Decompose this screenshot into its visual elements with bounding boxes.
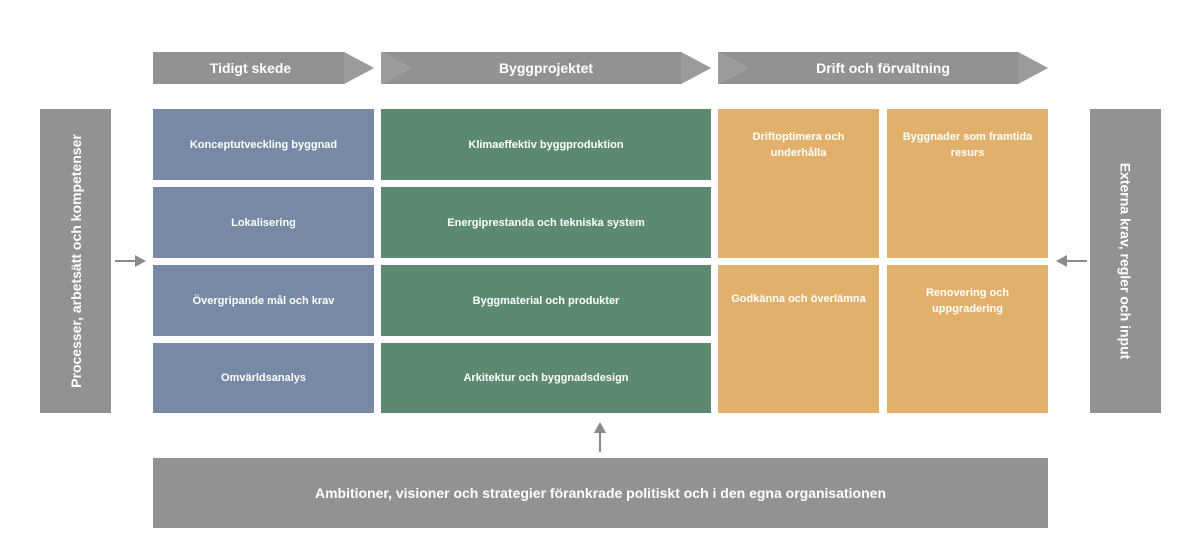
box-label: Arkitektur och byggnadsdesign [463, 372, 629, 384]
box-label: Konceptutveckling byggnad [189, 138, 338, 151]
building-project-box: Energiprestanda och tekniska system [381, 187, 711, 258]
side-bar-processes: Processer, arbetsätt och kompetenser [40, 109, 111, 413]
bottom-bar-ambitions: Ambitioner, visioner och strategier föra… [153, 458, 1048, 528]
arrow-right-icon [115, 254, 147, 268]
box-label: Lokalisering [231, 216, 296, 229]
box-label: Energiprestanda och tekniska system [447, 216, 645, 229]
side-bar-external-requirements: Externa krav, regler och input [1090, 109, 1161, 413]
early-stage-box: Övergripande mål och krav [153, 265, 374, 336]
building-project-box: Klimaeffektiv byggproduktion [381, 109, 711, 180]
early-stage-box: Lokalisering [153, 187, 374, 258]
chevron-arrow-shape [153, 52, 374, 84]
phase-header-project: Byggprojektet [381, 52, 711, 84]
box-label: Byggnader som framtida resurs [902, 131, 1033, 159]
operations-box-top-right: Byggnader som framtida resurs [887, 109, 1048, 258]
phase-label: Byggprojektet [498, 60, 594, 76]
operations-box-bottom-right: Renovering och uppgradering [887, 265, 1048, 413]
phase-header-operations: Drift och förvaltning [718, 52, 1048, 84]
side-bar-label: Externa krav, regler och input [1117, 162, 1134, 360]
building-project-box: Arkitektur och byggnadsdesign [381, 343, 711, 413]
box-label: Klimaeffektiv byggproduktion [468, 138, 624, 151]
side-bar-label: Processer, arbetsätt och kompetenser [67, 134, 84, 388]
operations-box-bottom-left: Godkänna och överlämna [718, 265, 879, 413]
arrow-left-icon [1055, 254, 1087, 268]
early-stage-box: Omvärldsanalys [153, 343, 374, 413]
box-label: Renovering och uppgradering [925, 287, 1010, 315]
phase-label: Drift och förvaltning [816, 60, 950, 76]
box-label: Byggmaterial och produkter [472, 294, 620, 307]
chevron-arrow-shape [381, 52, 711, 84]
box-label: Övergripande mål och krav [192, 294, 335, 307]
bottom-bar-label: Ambitioner, visioner och strategier föra… [314, 485, 886, 501]
box-label: Godkänna och överlämna [731, 293, 866, 305]
early-stage-box: Konceptutveckling byggnad [153, 109, 374, 180]
box-label: Omvärldsanalys [221, 372, 306, 384]
phase-label: Tidigt skede [209, 60, 292, 76]
building-project-box: Byggmaterial och produkter [381, 265, 711, 336]
chevron-arrow-shape [718, 52, 1048, 84]
phase-header-early: Tidigt skede [153, 52, 374, 84]
arrow-up-icon [593, 421, 607, 453]
box-label: Driftoptimera och underhålla [752, 131, 845, 159]
operations-box-top-left: Driftoptimera och underhålla [718, 109, 879, 258]
